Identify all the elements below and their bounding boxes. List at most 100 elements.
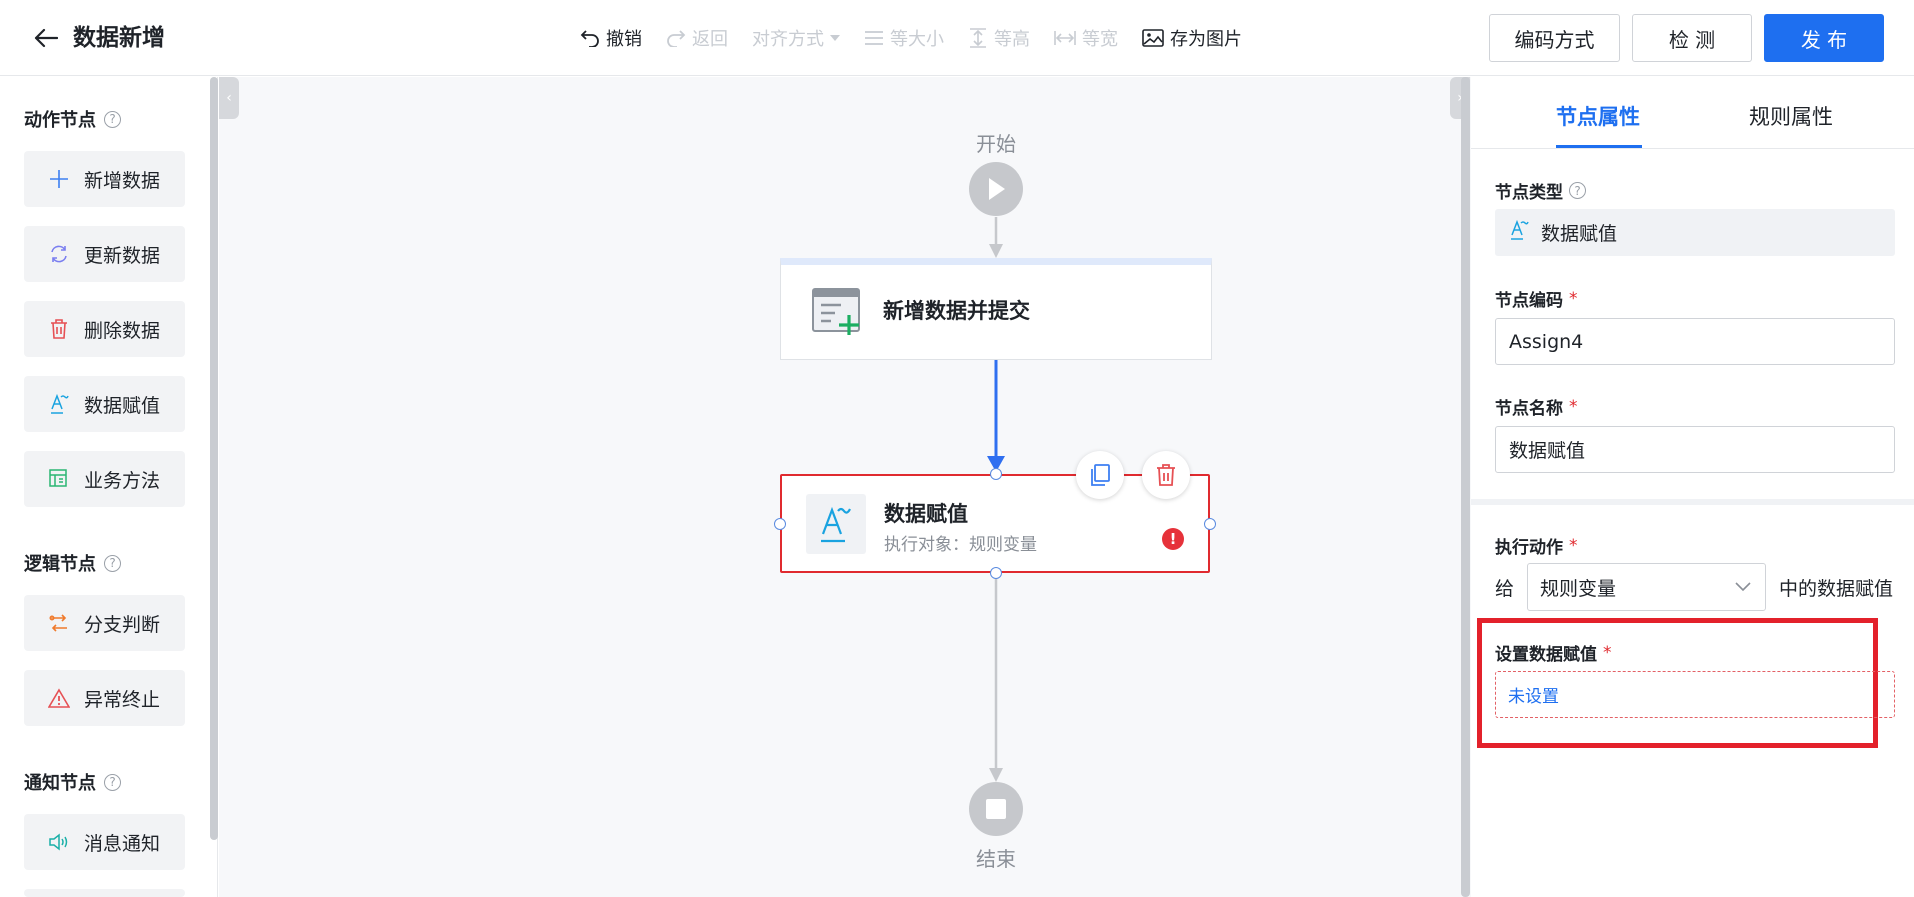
assign-setting-label: 设置数据赋值 * (1495, 640, 1612, 666)
connection-port-bottom[interactable] (990, 567, 1002, 579)
connection-port-top[interactable] (990, 468, 1002, 480)
palette-item-update-data[interactable]: 更新数据 (24, 226, 185, 282)
required-mark: * (1603, 642, 1612, 663)
field-label: 节点编码 (1495, 291, 1563, 311)
assign-icon (1509, 219, 1529, 246)
field-label: 设置数据赋值 (1495, 645, 1597, 665)
same-width-button[interactable]: 等宽 (1054, 25, 1118, 51)
give-prefix: 给 (1495, 578, 1515, 600)
active-tab-indicator (1556, 145, 1642, 148)
required-mark: * (1569, 288, 1578, 309)
method-icon (48, 468, 70, 490)
refresh-icon (48, 243, 70, 265)
delete-node-icon[interactable] (1142, 451, 1190, 499)
same-size-button[interactable]: 等大小 (864, 25, 944, 51)
palette-item-partial[interactable] (24, 889, 185, 897)
publish-button[interactable]: 发 布 (1764, 14, 1884, 62)
field-label: 节点名称 (1495, 399, 1563, 419)
connection-port-left[interactable] (774, 518, 786, 530)
action-label: 执行动作 * (1495, 533, 1578, 559)
redo-button[interactable]: 返回 (666, 25, 728, 51)
palette-item-label: 业务方法 (84, 469, 161, 492)
palette-item-label: 更新数据 (84, 244, 161, 267)
help-icon[interactable]: ? (104, 773, 121, 791)
node-code-label: 节点编码 * (1495, 286, 1578, 312)
palette-item-delete-data[interactable]: 删除数据 (24, 301, 185, 357)
flow-node-assign-selected[interactable]: 数据赋值 执行对象：规则变量 ! (780, 474, 1210, 573)
check-button[interactable]: 检 测 (1632, 14, 1752, 62)
palette-item-label: 异常终止 (84, 688, 161, 711)
sidebar-scrollbar[interactable] (210, 77, 218, 840)
start-label: 开始 (976, 132, 1016, 156)
align-dropdown[interactable]: 对齐方式 (752, 25, 840, 51)
plus-icon (48, 168, 70, 190)
section-action-nodes: 动作节点 ? (24, 106, 121, 132)
same-height-label: 等高 (994, 29, 1030, 50)
undo-button[interactable]: 撤销 (580, 25, 642, 51)
warning-icon (48, 687, 70, 709)
node-type-value: 数据赋值 (1495, 209, 1895, 256)
same-size-label: 等大小 (890, 29, 944, 50)
undo-label: 撤销 (606, 29, 642, 50)
collapse-left-icon[interactable]: ‹ (219, 77, 239, 119)
section-notify-nodes: 通知节点 ? (24, 769, 121, 795)
help-icon[interactable]: ? (104, 110, 121, 128)
speaker-icon (48, 831, 70, 853)
redo-label: 返回 (692, 29, 728, 50)
page-title: 数据新增 (73, 25, 165, 51)
form-add-icon (811, 287, 863, 341)
required-mark: * (1569, 535, 1578, 556)
connection-port-right[interactable] (1204, 518, 1216, 530)
palette-item-label: 新增数据 (84, 169, 161, 192)
top-bar: 数据新增 撤销 返回 对齐方式 等大小 等高 (0, 0, 1914, 76)
node-code-input[interactable]: Assign4 (1495, 318, 1895, 365)
save-image-button[interactable]: 存为图片 (1142, 25, 1242, 51)
palette-item-add-data[interactable]: 新增数据 (24, 151, 185, 207)
caret-down-icon (830, 35, 840, 41)
palette-item-label: 删除数据 (84, 319, 161, 342)
stop-icon (986, 799, 1006, 819)
palette-item-branch[interactable]: 分支判断 (24, 595, 185, 651)
give-suffix: 中的数据赋值 (1779, 578, 1894, 600)
canvas-scrollbar[interactable] (1461, 77, 1470, 897)
help-icon[interactable]: ? (104, 554, 121, 572)
required-mark: * (1569, 396, 1578, 417)
start-node[interactable] (969, 162, 1023, 216)
section-title: 动作节点 (24, 110, 96, 131)
same-height-button[interactable]: 等高 (968, 25, 1030, 51)
section-logic-nodes: 逻辑节点 ? (24, 550, 121, 576)
redo-icon (667, 30, 686, 47)
tab-node-properties[interactable]: 节点属性 (1556, 105, 1640, 129)
highlight-annotation-box (1477, 618, 1878, 748)
save-image-label: 存为图片 (1170, 29, 1242, 50)
target-variable-select[interactable]: 规则变量 (1527, 563, 1766, 611)
back-arrow-icon[interactable] (30, 22, 62, 54)
trash-icon (48, 318, 70, 340)
encoding-button[interactable]: 编码方式 (1489, 14, 1620, 62)
section-divider (1471, 499, 1914, 505)
flow-node-add-submit[interactable]: 新增数据并提交 (780, 258, 1212, 360)
palette-item-exception-end[interactable]: 异常终止 (24, 670, 185, 726)
copy-node-icon[interactable] (1076, 451, 1124, 499)
node-name-label: 节点名称 * (1495, 394, 1578, 420)
select-value: 规则变量 (1540, 577, 1617, 600)
node-name-input[interactable]: 数据赋值 (1495, 426, 1895, 473)
same-width-icon (1054, 31, 1076, 45)
node-type-label: 节点类型 ? (1495, 178, 1586, 203)
palette-item-business-method[interactable]: 业务方法 (24, 451, 185, 507)
field-label: 执行动作 (1495, 538, 1563, 558)
assign-setting-link[interactable]: 未设置 (1495, 671, 1895, 718)
tab-rule-properties[interactable]: 规则属性 (1749, 105, 1833, 129)
end-node[interactable] (969, 782, 1023, 836)
palette-item-assign-data[interactable]: 数据赋值 (24, 376, 185, 432)
error-icon[interactable]: ! (1162, 528, 1184, 550)
end-label: 结束 (976, 847, 1016, 871)
help-icon[interactable]: ? (1569, 182, 1586, 199)
assign-icon (806, 494, 866, 554)
palette-item-label: 分支判断 (84, 613, 161, 636)
section-title: 通知节点 (24, 773, 96, 794)
palette-item-message-notify[interactable]: 消息通知 (24, 814, 185, 870)
section-title: 逻辑节点 (24, 554, 96, 575)
panel-tabs: 节点属性 规则属性 (1471, 77, 1914, 149)
